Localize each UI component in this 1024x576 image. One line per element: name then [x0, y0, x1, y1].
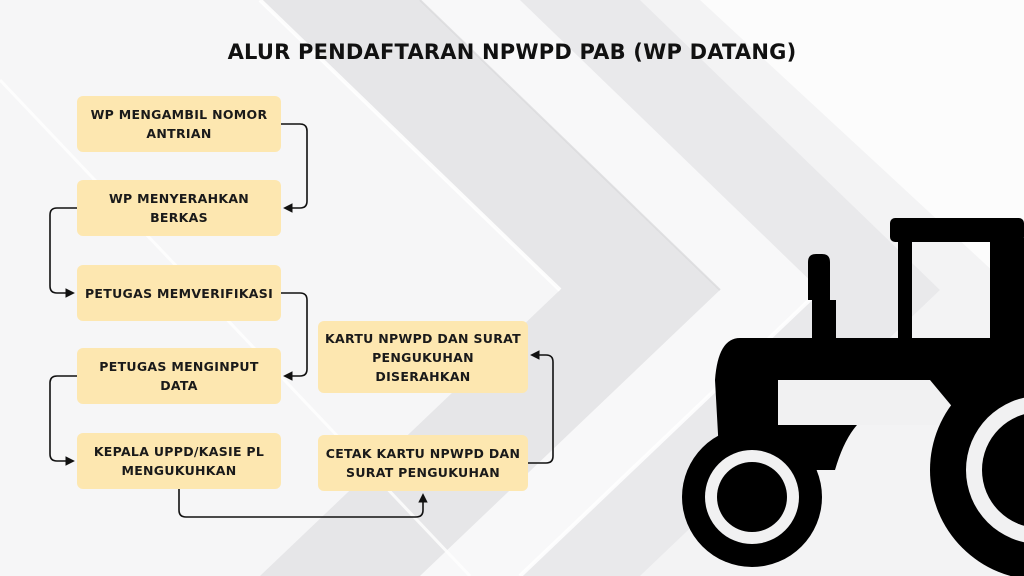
arrow-step6-to-step7 [528, 350, 554, 464]
arrow-step5-to-step6 [178, 489, 428, 518]
arrow-step3-to-step4 [281, 292, 308, 381]
step-label: WP MENGAMBIL NOMOR ANTRIAN [90, 107, 268, 141]
step-card-handed-over: KARTU NPWPD DAN SURAT PENGUKUHAN DISERAH… [318, 321, 528, 393]
step-label: PETUGAS MENGINPUT DATA [99, 359, 259, 393]
arrow-step4-to-step5 [49, 375, 77, 466]
tractor-window [778, 380, 955, 425]
step-officer-verifies: PETUGAS MEMVERIFIKASI [77, 265, 281, 321]
step-take-queue-number: WP MENGAMBIL NOMOR ANTRIAN [77, 96, 281, 152]
page-title: ALUR PENDAFTARAN NPWPD PAB (WP DATANG) [227, 40, 797, 64]
step-label: KARTU NPWPD DAN SURAT PENGUKUHAN DISERAH… [325, 330, 521, 384]
step-head-confirms: KEPALA UPPD/KASIE PL MENGUKUHKAN [77, 433, 281, 489]
step-print-card: CETAK KARTU NPWPD DAN SURAT PENGUKUHAN [318, 435, 528, 491]
arrow-step2-to-step3 [49, 207, 77, 298]
step-submit-documents: WP MENYERAHKAN BERKAS [77, 180, 281, 236]
step-label: WP MENYERAHKAN BERKAS [108, 191, 250, 225]
step-label: PETUGAS MEMVERIFIKASI [84, 285, 274, 301]
step-officer-inputs-data: PETUGAS MENGINPUT DATA [77, 348, 281, 404]
step-label: KEPALA UPPD/KASIE PL MENGUKUHKAN [93, 444, 265, 478]
step-label: CETAK KARTU NPWPD DAN SURAT PENGUKUHAN [325, 446, 521, 480]
arrow-step1-to-step2 [281, 123, 308, 213]
